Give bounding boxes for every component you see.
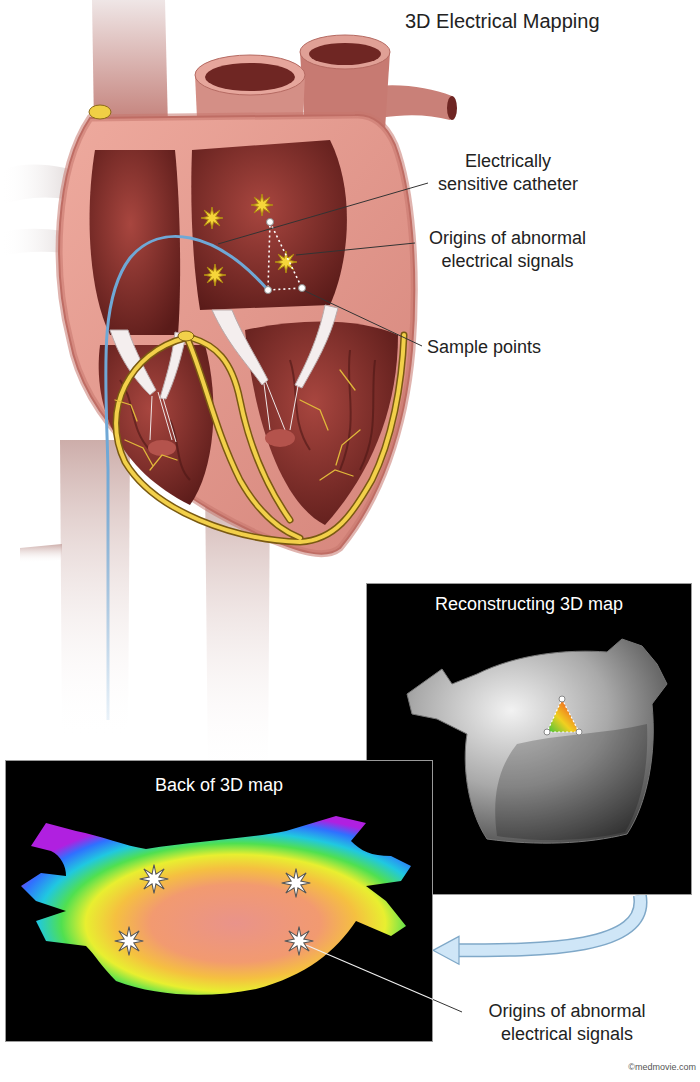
heart-valves-part — [148, 440, 176, 456]
conduction-system-part — [178, 331, 194, 341]
map-illustration-part — [115, 865, 314, 956]
heart-chambers-part — [191, 140, 347, 310]
great-vessels-part — [195, 55, 305, 95]
map-illustration-part — [576, 729, 582, 735]
conduction-system-part-part — [116, 335, 404, 542]
heart-valves-part — [150, 392, 176, 442]
abnormal-signal-star-part — [204, 264, 226, 286]
conduction-system-part — [115, 370, 360, 480]
leader-line-part — [433, 1000, 462, 1013]
sample-points-part — [299, 285, 306, 292]
label-holder: ©medmovie.com — [596, 1062, 696, 1073]
heart-chambers-part — [90, 150, 181, 335]
faded-vessels-part — [20, 544, 62, 563]
arrow-outline — [453, 895, 640, 950]
panel-heading: Back of 3D map — [155, 775, 283, 796]
heart-chambers-part-part — [340, 350, 351, 470]
conduction-system — [115, 331, 404, 542]
conduction-system-part-part — [300, 370, 360, 480]
sample-points-part — [267, 219, 274, 226]
map-illustration-part — [407, 639, 667, 843]
map-illustration-part-part — [115, 927, 144, 956]
map-illustration-part-part — [285, 927, 314, 956]
map-illustration-part-part — [282, 869, 311, 898]
conduction-system-part-part — [115, 400, 177, 470]
map-illustration-part — [306, 945, 433, 1000]
conduction-system-part — [116, 335, 404, 542]
abnormal-signal-star-part — [201, 207, 223, 229]
abnormal-signal-star-part — [251, 194, 273, 216]
copyright-note: ©medmovie.com — [596, 1062, 696, 1073]
label-holder: 3D Electrical Mapping — [405, 10, 600, 33]
callout-label: Origins of abnormal electrical signals — [467, 1000, 667, 1045]
label-holder: Origins of abnormal electrical signals — [467, 1000, 667, 1045]
heart-chambers-part-part — [360, 360, 375, 470]
flow-arrow — [433, 895, 640, 964]
callout-label: Electrically sensitive catheter — [433, 150, 583, 195]
heart-valves-part — [295, 305, 338, 388]
map-illustration-part — [544, 729, 550, 735]
diagram-title: 3D Electrical Mapping — [405, 10, 600, 33]
callout-label: Origins of abnormal electrical signals — [420, 227, 595, 272]
heart-valves-part — [264, 382, 298, 430]
conduction-system-part — [116, 335, 404, 542]
heart-wall-part — [59, 115, 414, 554]
heart-valves-part — [212, 310, 268, 385]
heart-valves — [110, 305, 338, 456]
heart-wall-part — [59, 115, 414, 554]
sample-points-part — [268, 222, 302, 290]
catheter — [106, 236, 268, 720]
great-vessels-part — [309, 43, 381, 65]
catheter-part — [106, 236, 268, 720]
great-vessels-part — [447, 96, 457, 120]
map-illustration-part — [547, 699, 579, 732]
map-illustration-part — [495, 724, 647, 840]
heart-wall-part — [89, 105, 111, 119]
faded-vessels-part — [60, 440, 130, 740]
label-holder: Electrically sensitive catheter — [433, 150, 583, 195]
callout-label: Sample points — [427, 336, 587, 359]
sample-points — [265, 219, 306, 294]
conduction-system-part-part — [192, 338, 290, 520]
label-holder: Sample points — [427, 336, 587, 359]
heart-chambers — [90, 140, 398, 525]
great-vessels-part — [205, 63, 295, 91]
label-holder: Origins of abnormal electrical signals — [420, 227, 595, 272]
map-illustration-part — [559, 696, 565, 702]
leader-line-part — [218, 183, 428, 244]
map-illustration-part-part — [140, 865, 169, 894]
conduction-system-part-part — [192, 338, 290, 520]
panel-heading: Reconstructing 3D map — [435, 594, 623, 615]
map-illustration — [6, 761, 434, 1043]
conduction-system-part-part — [116, 335, 404, 542]
heart-valves-part — [110, 330, 156, 395]
arrow-head — [433, 936, 459, 964]
heart-wall — [59, 105, 414, 554]
abnormal-signal-star — [201, 194, 297, 286]
sample-points-part — [265, 287, 272, 294]
arrow-body — [453, 895, 640, 950]
leader-line-part — [305, 291, 422, 346]
map-panel: Back of 3D map — [5, 760, 433, 1042]
leader-line-part — [296, 243, 415, 255]
map-illustration-part — [21, 816, 411, 995]
great-vessels-part — [300, 35, 390, 69]
heart-valves-part — [265, 429, 295, 447]
